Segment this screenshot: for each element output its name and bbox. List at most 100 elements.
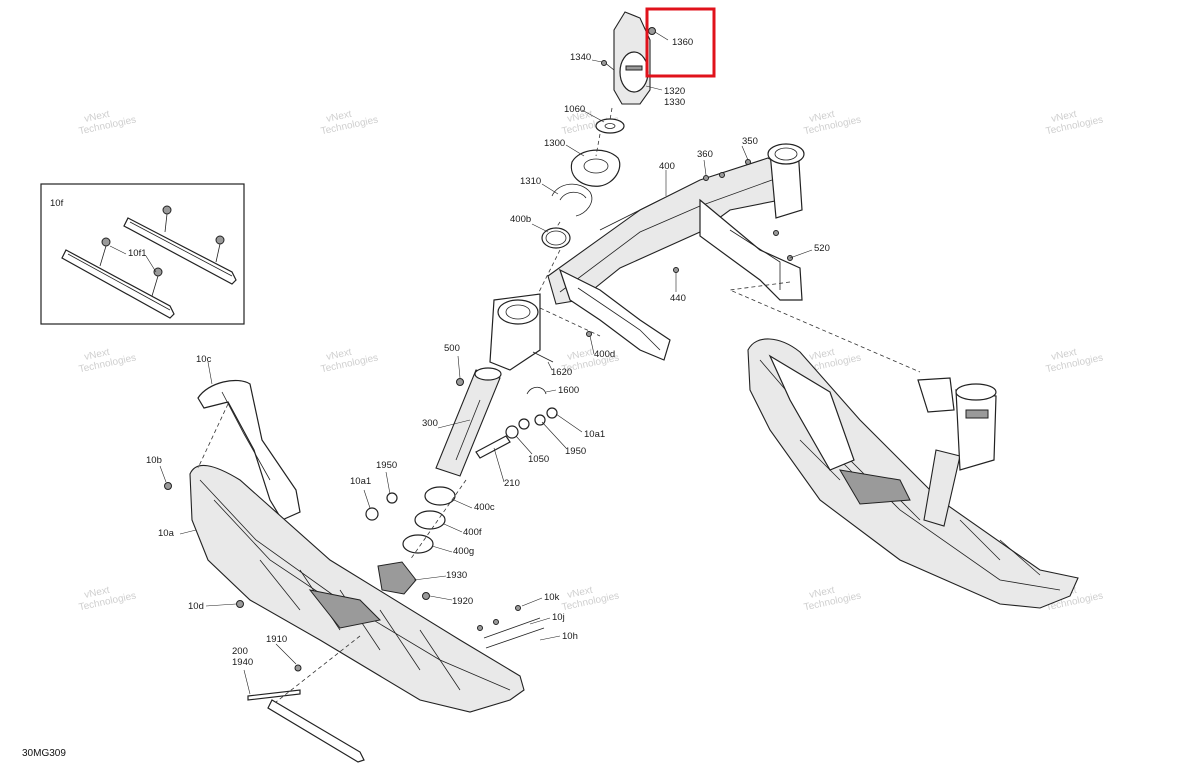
right-ski-rib <box>959 519 1001 561</box>
assembly-line <box>555 221 561 229</box>
runner-stud <box>164 213 168 233</box>
bushing-10a1 <box>546 407 558 419</box>
label-200: 200 <box>232 646 248 657</box>
highlight-box[interactable] <box>645 7 716 78</box>
leader-line <box>521 597 543 607</box>
steering-post-band <box>625 65 643 71</box>
label-1950-left: 1950 <box>376 460 397 471</box>
assembly-line <box>609 107 613 121</box>
runner-stud <box>151 275 159 297</box>
watermark-line-1: vNext <box>325 109 353 125</box>
frame-contour <box>599 199 661 231</box>
label-1930: 1930 <box>446 570 467 581</box>
bolt-360 <box>703 175 709 181</box>
runner-nut <box>162 205 172 215</box>
handle-contour <box>221 391 271 481</box>
right-ski-decal <box>965 409 989 419</box>
leader-line <box>205 603 237 607</box>
label-1600: 1600 <box>558 385 579 396</box>
ski-rib <box>259 559 301 611</box>
label-1920: 1920 <box>452 596 473 607</box>
watermark-line-1: vNext <box>566 585 594 601</box>
leader-line <box>591 59 603 63</box>
label-300: 300 <box>422 418 438 429</box>
pin-210 <box>475 435 511 459</box>
left-ski-10a <box>164 379 545 763</box>
label-10a: 10a <box>158 528 175 539</box>
leader-line <box>589 335 595 355</box>
right-ski-spindle-top <box>955 383 997 401</box>
leader-line <box>443 523 463 533</box>
watermark-line-1: vNext <box>1050 109 1078 125</box>
leader-line <box>179 529 197 535</box>
label-360: 360 <box>697 149 713 160</box>
bushing-1050 <box>518 418 530 430</box>
right-ski-handle <box>768 354 855 471</box>
frame-cup-inner <box>774 147 798 161</box>
bushing-10a1 <box>365 507 379 521</box>
ski-rib <box>419 629 461 691</box>
label-400g: 400g <box>453 546 474 557</box>
label-1050: 1050 <box>528 454 549 465</box>
label-10h: 10h <box>562 631 578 642</box>
bolt-200 <box>247 689 301 701</box>
nut-1360 <box>648 27 656 35</box>
bolt-1920 <box>422 592 430 600</box>
label-400c: 400c <box>474 502 495 513</box>
runner-inset: 10f 10f1 <box>40 183 245 325</box>
bushing-1050 <box>505 425 519 439</box>
ski-body <box>189 464 525 713</box>
label-1940: 1940 <box>232 657 253 668</box>
leader-line <box>413 575 447 581</box>
inset-title: 10f <box>50 198 64 209</box>
label-440: 440 <box>670 293 686 304</box>
leader-line <box>453 499 473 509</box>
watermark-line-1: vNext <box>808 347 836 363</box>
watermark-line-1: vNext <box>566 347 594 363</box>
leader-line <box>703 159 707 176</box>
watermark: vNext Technologies <box>803 585 862 614</box>
runner-edge <box>129 221 233 277</box>
leader-line <box>243 669 251 695</box>
leader-line <box>531 223 549 233</box>
bolt-350 <box>745 159 751 165</box>
label-1060: 1060 <box>564 104 585 115</box>
leader-line <box>493 447 505 483</box>
runner-stud <box>99 245 107 267</box>
leader-line <box>457 355 461 379</box>
watermark-line-1: vNext <box>1050 347 1078 363</box>
runner-clip-10h <box>483 617 541 639</box>
label-1340: 1340 <box>570 52 591 63</box>
label-1310: 1310 <box>520 176 541 187</box>
ski-leg-contour <box>455 399 481 461</box>
ski-leg-top <box>474 367 502 381</box>
watermark: vNext Technologies <box>78 109 137 138</box>
leader-line <box>654 31 669 41</box>
leader-line <box>431 545 453 553</box>
ski-leg-300 <box>435 369 501 477</box>
frame-leg-contour <box>729 229 781 290</box>
label-350: 350 <box>742 136 758 147</box>
label-10k: 10k <box>544 592 560 603</box>
watermark: vNext Technologies <box>320 109 379 138</box>
washer-1950 <box>386 492 398 504</box>
clip-1600 <box>526 386 547 395</box>
ring-400g <box>402 534 434 554</box>
leader-lines <box>159 31 813 695</box>
label-1620: 1620 <box>551 367 572 378</box>
leader-line <box>541 183 559 195</box>
runner-lower <box>61 249 175 319</box>
pin-1620 <box>532 351 554 363</box>
right-ski-assembly <box>747 338 1079 609</box>
watermark-line-1: vNext <box>83 347 111 363</box>
label-400: 400 <box>659 161 675 172</box>
assembly-line <box>275 635 361 703</box>
leader-line <box>363 489 371 509</box>
watermark-line-1: vNext <box>808 585 836 601</box>
leader-line <box>437 419 471 429</box>
screw-10j <box>477 625 483 631</box>
label-1360: 1360 <box>672 37 693 48</box>
watermark: vNext Technologies <box>803 109 862 138</box>
watermark-line-1: vNext <box>808 109 836 125</box>
